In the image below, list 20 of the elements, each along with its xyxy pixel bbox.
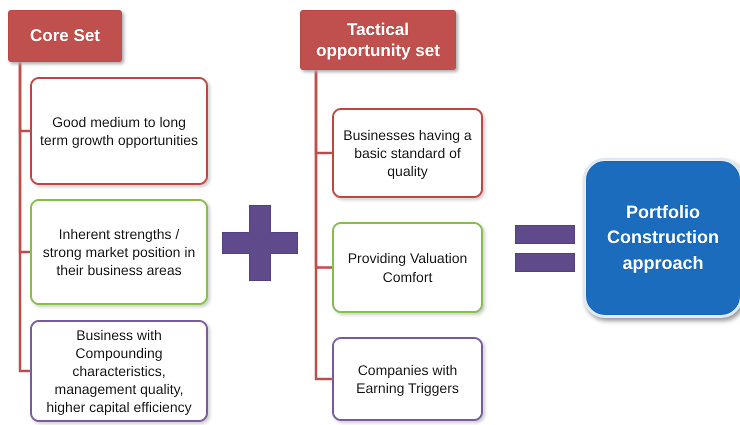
criteria-box <box>30 199 208 305</box>
criteria-box <box>332 337 483 421</box>
header-box <box>300 10 456 70</box>
box-text: Good medium to long term growth opportunities <box>40 112 198 150</box>
criteria-box <box>332 108 483 198</box>
box-text: Tactical opportunity set <box>315 18 441 62</box>
connector-line <box>314 70 332 380</box>
criteria-box <box>332 222 483 313</box>
box-text: Providing Valuation Comfort <box>346 249 468 286</box>
criteria-box <box>30 320 208 422</box>
connector-line <box>18 62 30 372</box>
box-text: Business with Compounding characteristics, management quality, higher capital efficiency <box>45 326 193 416</box>
box-text: Businesses having a basic standard of quality <box>342 126 473 180</box>
box-text: Portfolio Construction approach <box>606 201 720 275</box>
header-box <box>8 10 122 62</box>
box-text: Inherent strengths / strong market position in their business areas <box>42 224 196 280</box>
criteria-box <box>30 77 208 185</box>
box-text: Core Set <box>30 25 100 47</box>
box-text: Companies with Earning Triggers <box>355 360 460 398</box>
result-box <box>583 158 740 318</box>
